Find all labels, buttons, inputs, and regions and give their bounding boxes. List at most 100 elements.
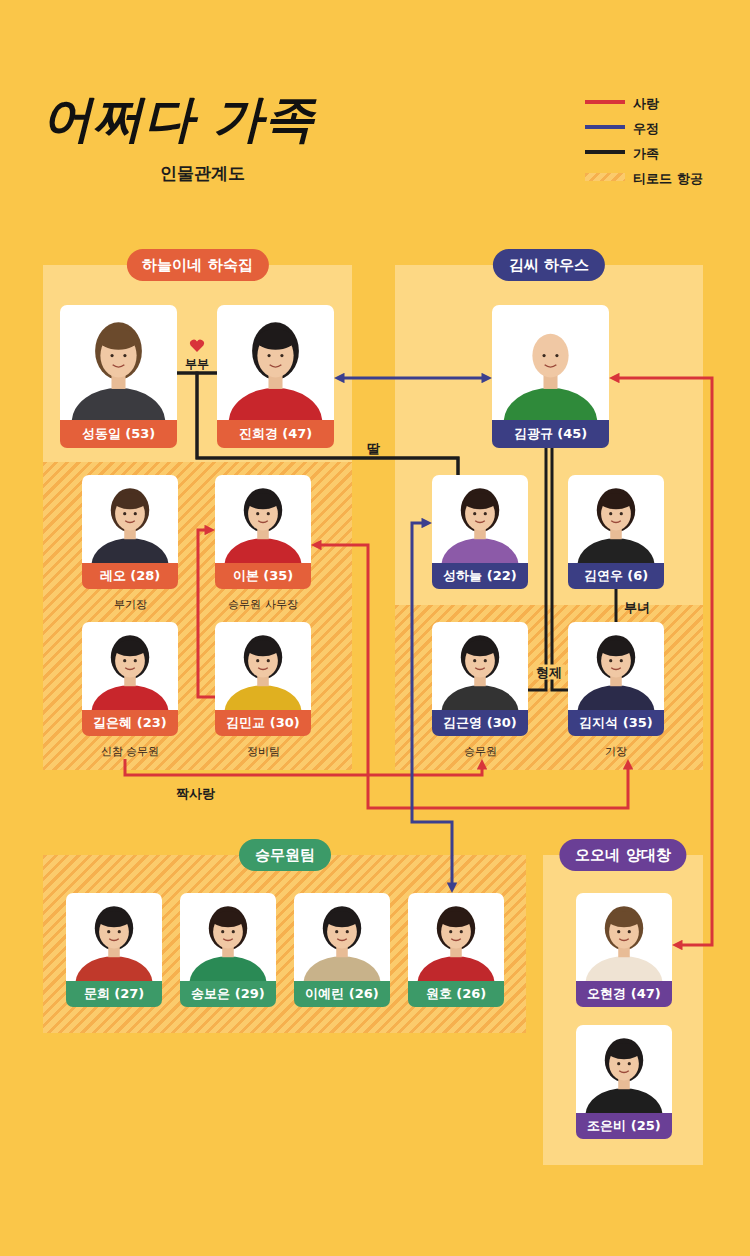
character-portrait xyxy=(568,475,664,563)
group-region: 승무원팀문희 (27)송보은 (29)이예린 (26)원호 (26) xyxy=(43,855,526,1033)
name-tag: 김근영 (30) xyxy=(432,710,528,736)
portrait-eye xyxy=(346,930,349,933)
portrait-hair-back xyxy=(244,635,282,679)
legend-line-swatch xyxy=(585,125,625,129)
portrait-hair-back xyxy=(111,635,149,679)
portrait-hair-back xyxy=(95,906,133,950)
character-portrait xyxy=(60,305,177,420)
portrait-hair-top xyxy=(247,640,279,656)
portrait-hair-top xyxy=(440,911,472,927)
portrait-eye xyxy=(123,512,126,515)
group-heading-pill: 승무원팀 xyxy=(239,839,331,871)
character-portrait xyxy=(66,893,162,981)
name-tag: 김민교 (30) xyxy=(215,710,311,736)
portrait-body xyxy=(578,685,655,710)
name-tag: 길은혜 (23) xyxy=(82,710,178,736)
group-heading-pill: 오오네 양대창 xyxy=(559,839,686,871)
character-card: 길은혜 (23)신참 승무원 xyxy=(82,622,178,759)
portrait-eye xyxy=(449,930,452,933)
character-card: 김근영 (30)승무원 xyxy=(432,622,528,759)
character-name: 김민교 (30) xyxy=(226,715,300,730)
portrait-hair-top xyxy=(114,493,146,509)
portrait-body xyxy=(92,685,169,710)
character-card: 문희 (27) xyxy=(66,893,162,1007)
portrait-body xyxy=(418,956,495,981)
portrait-hair-back xyxy=(605,906,643,950)
character-name: 진희경 (47) xyxy=(239,426,313,441)
character-portrait xyxy=(82,475,178,563)
legend-text-box: 사랑 xyxy=(633,93,659,113)
relation-line xyxy=(198,530,215,697)
character-role: 부기장 xyxy=(82,593,178,612)
heart-shape xyxy=(190,340,204,352)
character-portrait xyxy=(492,305,609,420)
character-role: 정비팀 xyxy=(215,740,311,759)
portrait-eye xyxy=(617,930,620,933)
relation-line xyxy=(552,448,568,690)
legend-line-swatch xyxy=(585,100,625,104)
portrait-hair-back xyxy=(244,488,282,532)
character-card: 김연우 (6) xyxy=(568,475,664,589)
legend-text-box: 우정 xyxy=(633,118,659,138)
character-portrait xyxy=(576,1025,672,1113)
character-role-text: 승무원 사무장 xyxy=(228,598,298,611)
character-name: 문희 (27) xyxy=(84,986,145,1001)
portrait-eye xyxy=(221,930,224,933)
portrait-smile xyxy=(258,668,268,670)
character-card: 이예린 (26) xyxy=(294,893,390,1007)
portrait-smile xyxy=(611,668,621,670)
character-role: 기장 xyxy=(568,740,664,759)
legend-line-swatch xyxy=(585,150,625,154)
portrait-body xyxy=(304,956,381,981)
portrait-hair-top xyxy=(114,640,146,656)
legend-text: 우정 xyxy=(633,121,659,136)
portrait-eye xyxy=(609,512,612,515)
portrait-body xyxy=(586,956,663,981)
edge-label: 짝사랑 xyxy=(173,786,218,801)
character-role: 승무원 사무장 xyxy=(215,593,311,612)
portrait-eye xyxy=(473,659,476,662)
portrait-hair-back xyxy=(252,322,299,380)
character-card: 오현경 (47) xyxy=(576,893,672,1007)
character-portrait xyxy=(217,305,334,420)
portrait-smile xyxy=(545,365,557,367)
portrait-body xyxy=(225,538,302,563)
portrait-smile xyxy=(619,1071,629,1073)
heart-icon xyxy=(189,338,205,353)
portrait-smile xyxy=(619,939,629,941)
character-name: 김근영 (30) xyxy=(443,715,517,730)
edge-label-box: 딸 xyxy=(364,438,383,457)
character-portrait xyxy=(576,893,672,981)
portrait-smile xyxy=(451,939,461,941)
character-name: 송보은 (29) xyxy=(191,986,265,1001)
portrait-eye xyxy=(267,659,270,662)
portrait-head xyxy=(532,334,568,378)
group-heading-text: 오오네 양대창 xyxy=(575,846,670,864)
edge-label-box: 부녀 xyxy=(621,597,653,616)
edge-label: 부녀 xyxy=(621,600,653,615)
portrait-hair-top xyxy=(608,1043,640,1059)
portrait-hair-back xyxy=(461,488,499,532)
legend-text: 사랑 xyxy=(633,96,659,111)
legend-text-box: 티로드 항공 xyxy=(633,168,703,188)
character-card: 성하늘 (22) xyxy=(432,475,528,589)
portrait-hair-top xyxy=(464,493,496,509)
character-card: 성동일 (53) xyxy=(60,305,177,448)
portrait-eye xyxy=(628,930,631,933)
portrait-body xyxy=(72,388,166,420)
portrait-eye xyxy=(123,354,126,357)
legend-text: 티로드 항공 xyxy=(633,171,703,186)
character-portrait xyxy=(432,475,528,563)
character-card: 김민교 (30) 정비팀 xyxy=(215,622,311,759)
portrait-hair-back xyxy=(95,322,142,380)
portrait-hair-back xyxy=(323,906,361,950)
portrait-body xyxy=(504,388,598,420)
relation-line xyxy=(125,759,482,775)
portrait-hair-back xyxy=(597,488,635,532)
portrait-body xyxy=(190,956,267,981)
portrait-hair-top xyxy=(212,911,244,927)
character-card: 이본 (35)승무원 사무장 xyxy=(215,475,311,612)
